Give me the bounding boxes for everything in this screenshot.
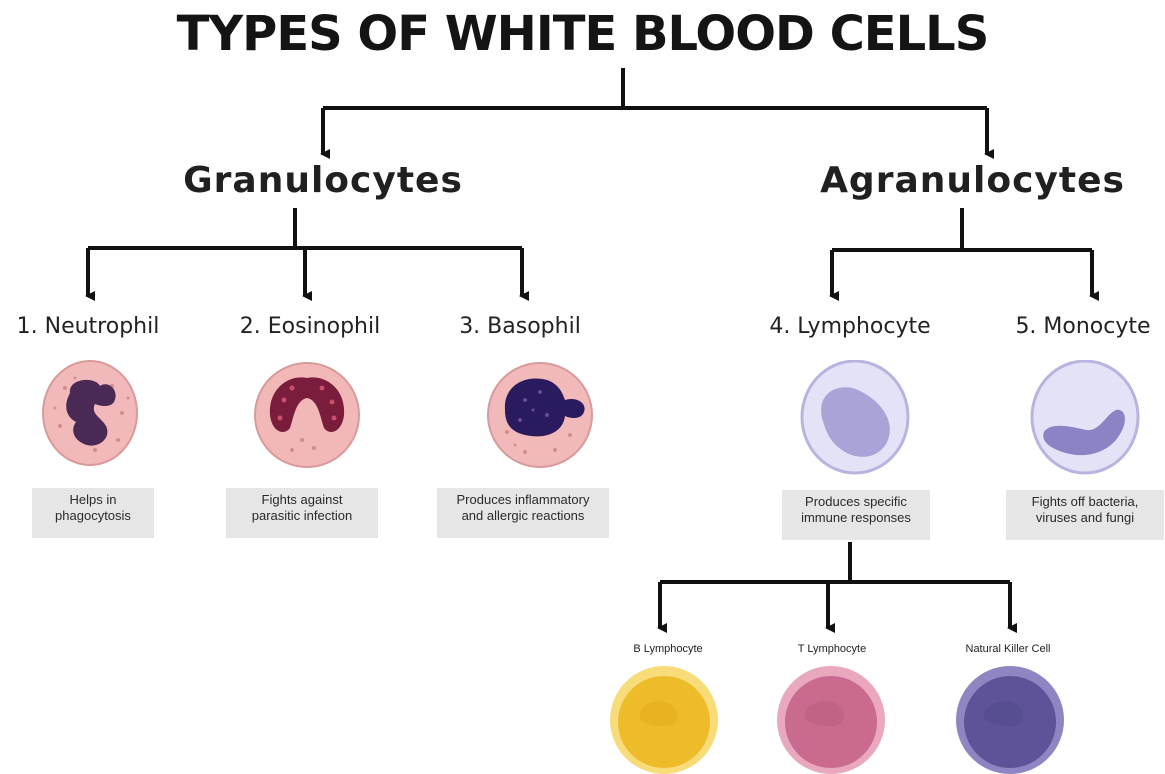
b-lymphocyte-cell-image [608, 662, 720, 774]
t-lymphocyte-label: T Lymphocyte [747, 643, 917, 655]
b-lymphocyte-label: B Lymphocyte [583, 643, 753, 655]
granulocytes-heading: Granulocytes [163, 160, 483, 201]
basophil-label: 3. Basophil [410, 314, 630, 339]
neutrophil-label: 1. Neutrophil [0, 314, 198, 339]
eosinophil-cell-image [252, 360, 362, 470]
lymphocyte-cell-image [800, 360, 910, 475]
monocyte-description: Fights off bacteria,viruses and fungi [1006, 490, 1164, 540]
neutrophil-cell-image [40, 358, 140, 468]
monocyte-label: 5. Monocyte [973, 314, 1165, 339]
basophil-cell-image [485, 360, 595, 470]
natural-killer-cell-image [954, 662, 1066, 774]
lymphocyte-label: 4. Lymphocyte [740, 314, 960, 339]
page-title: TYPES OF WHITE BLOOD CELLS [0, 6, 1165, 62]
monocyte-cell-image [1030, 360, 1140, 475]
natural-killer-cell-label: Natural Killer Cell [923, 643, 1093, 655]
eosinophil-label: 2. Eosinophil [200, 314, 420, 339]
agranulocytes-heading: Agranulocytes [800, 160, 1145, 201]
t-lymphocyte-cell-image [775, 662, 887, 774]
